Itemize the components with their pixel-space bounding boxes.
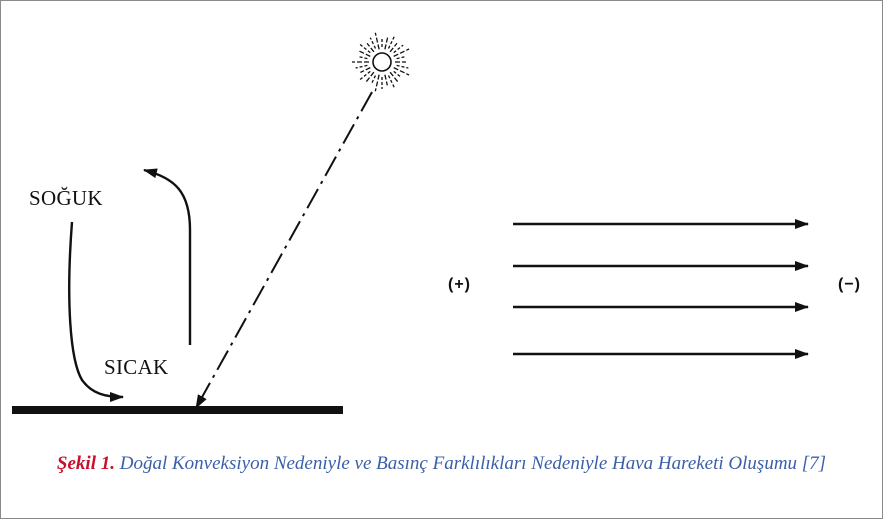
sun-ray — [358, 70, 371, 82]
sun-ray — [384, 35, 389, 50]
sun-ray-line — [195, 91, 373, 409]
figure-caption: Şekil 1. Doğal Konveksiyon Nedeniyle ve … — [0, 450, 883, 477]
sun-ray — [396, 56, 406, 60]
sun-ray — [357, 49, 371, 57]
sun-icon — [352, 32, 410, 92]
sun-ray — [389, 42, 398, 53]
sun-ray — [360, 67, 371, 73]
sun-ray — [387, 75, 396, 90]
warm-air-rising-arrow — [143, 168, 192, 345]
ground-surface — [12, 406, 343, 414]
low-pressure-label: (−) — [838, 276, 861, 293]
sun-ray — [366, 42, 375, 53]
caption-text: Doğal Konveksiyon Nedeniyle ve Basınç Fa… — [114, 453, 827, 474]
sun-ray — [369, 37, 377, 49]
sun-ray — [393, 48, 410, 57]
sun-ray — [364, 71, 375, 84]
sun-ray — [374, 32, 380, 50]
sun-ray — [393, 70, 402, 78]
cold-label: SOĞUK — [29, 186, 103, 210]
sun-ray — [374, 74, 380, 92]
high-pressure-label: (+) — [448, 276, 471, 293]
sun-ray — [393, 67, 410, 76]
sun-ray — [371, 75, 377, 84]
sun-ray — [396, 64, 409, 69]
cold-air-descending-arrow — [68, 221, 124, 402]
sun-ray — [387, 34, 396, 49]
sun-ray — [389, 71, 400, 84]
hot-label: SICAK — [104, 355, 169, 379]
sun-ray — [393, 44, 404, 54]
sun-ray — [384, 74, 388, 86]
sun-ray — [358, 42, 371, 54]
sun-ray — [358, 56, 368, 60]
sun-ray — [355, 64, 368, 69]
caption-lead: Şekil 1. — [56, 453, 115, 474]
